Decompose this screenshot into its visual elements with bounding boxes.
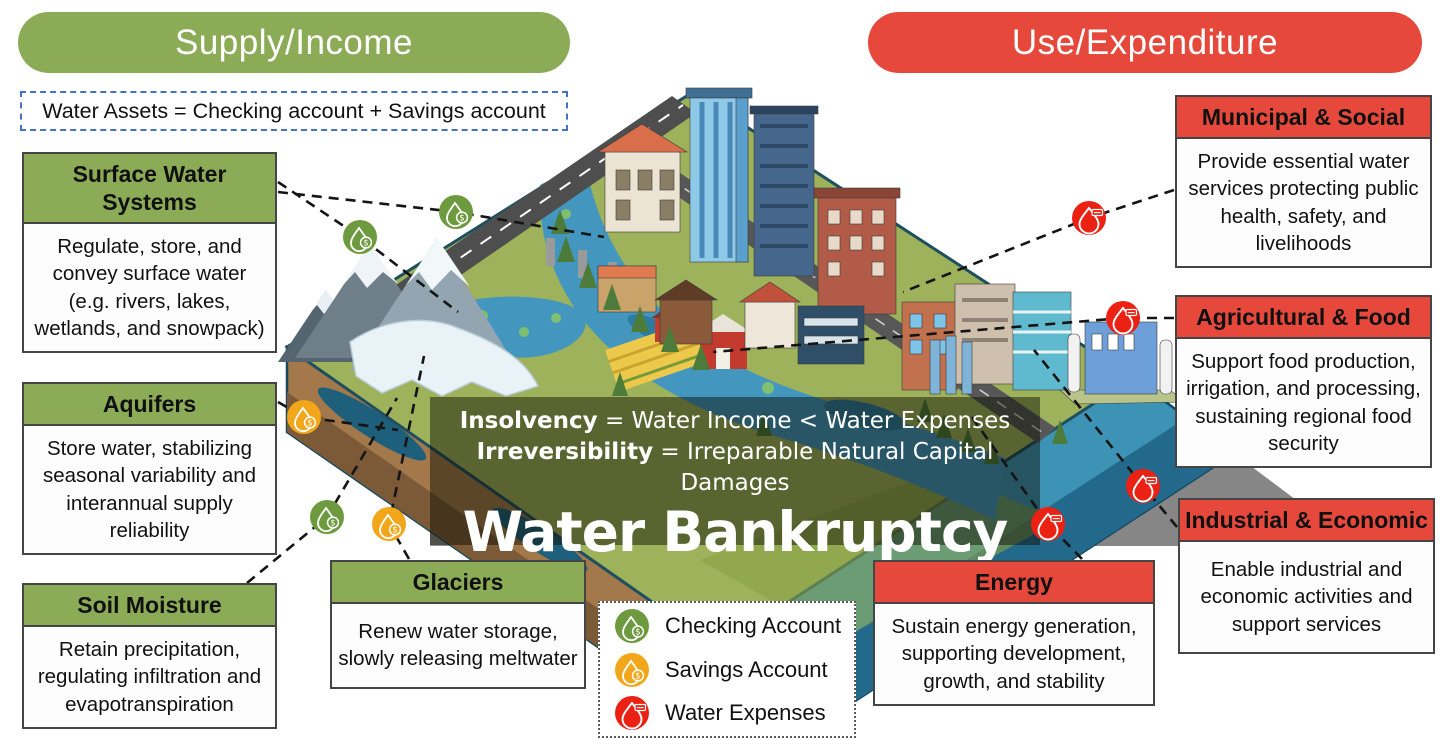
checking-account-drop-icon <box>614 608 650 645</box>
box-title: Aquifers <box>24 384 275 427</box>
insolvency-term: Insolvency <box>459 408 598 434</box>
irreversibility-term: Irreversibility <box>476 439 654 465</box>
box-title: Industrial & Economic <box>1180 500 1433 543</box>
box-body: Renew water storage, slowly releasing me… <box>332 604 584 687</box>
use-box-energy: Energy Sustain energy generation, suppor… <box>873 560 1155 706</box>
legend-label: Savings Account <box>665 656 828 682</box>
box-title: Municipal & Social <box>1177 97 1430 140</box>
savings-account-drop-icon <box>286 399 322 435</box>
supply-box-glaciers: Glaciers Renew water storage, slowly rel… <box>330 560 586 689</box>
box-body: Sustain energy generation, supporting de… <box>875 604 1153 704</box>
box-title: Soil Moisture <box>24 585 275 628</box>
box-body: Provide essential water services protect… <box>1177 139 1430 267</box>
use-box-industrial-economic: Industrial & Economic Enable industrial … <box>1178 498 1435 654</box>
mountains-glacier <box>278 238 540 397</box>
water-expenses-drop-icon <box>1125 468 1161 504</box>
irreversibility-definition: = Irreparable Natural Capital Damages <box>653 439 994 496</box>
water-expenses-drop-icon <box>614 694 650 731</box>
legend: Checking Account Savings Account Water E… <box>598 601 856 738</box>
box-title: Agricultural & Food <box>1177 297 1430 340</box>
savings-account-drop-icon <box>614 651 650 688</box>
box-title: Glaciers <box>332 562 584 605</box>
use-box-agricultural-food: Agricultural & Food Support food product… <box>1175 295 1432 469</box>
box-title: Energy <box>875 562 1153 605</box>
savings-account-drop-icon <box>371 506 407 542</box>
legend-item-checking: Checking Account <box>612 606 854 646</box>
legend-label: Water Expenses <box>665 699 826 725</box>
center-overlay-panel <box>430 397 1040 545</box>
legend-item-expenses: Water Expenses <box>612 693 854 733</box>
box-body: Enable industrial and economic activitie… <box>1180 542 1433 652</box>
insolvency-definition: = Water Income < Water Expenses <box>597 408 1011 434</box>
box-body: Store water, stabilizing seasonal variab… <box>24 426 275 554</box>
checking-account-drop-icon <box>438 194 474 230</box>
use-box-municipal-social: Municipal & Social Provide essential wat… <box>1175 95 1432 269</box>
box-title: Surface Water Systems <box>24 154 275 225</box>
insolvency-line: Insolvency = Water Income < Water Expens… <box>430 406 1040 437</box>
water-bankruptcy-title: Water Bankruptcy <box>462 500 1009 564</box>
box-body: Regulate, store, and convey surface wate… <box>24 224 275 352</box>
checking-account-drop-icon <box>342 219 378 255</box>
city-buildings <box>596 87 1186 405</box>
trees <box>551 210 1068 464</box>
supply-income-pill: Supply/Income <box>18 12 570 73</box>
supply-box-surface-water-systems: Surface Water Systems Regulate, store, a… <box>22 152 277 354</box>
box-body: Retain precipitation, regulating infiltr… <box>24 627 275 727</box>
irreversibility-line: Irreversibility = Irreparable Natural Ca… <box>430 437 1040 499</box>
water-expenses-drop-icon <box>1071 200 1107 236</box>
legend-label: Checking Account <box>665 613 842 639</box>
supply-box-aquifers: Aquifers Store water, stabilizing season… <box>22 382 277 556</box>
water-expenses-drop-icon <box>1105 300 1141 336</box>
use-expenditure-pill: Use/Expenditure <box>868 12 1422 73</box>
legend-item-savings: Savings Account <box>612 650 854 690</box>
water-assets-formula: Water Assets = Checking account + Saving… <box>20 91 568 131</box>
box-body: Support food production, irrigation, and… <box>1177 339 1430 467</box>
water-bankruptcy-overlay: Insolvency = Water Income < Water Expens… <box>430 397 1040 564</box>
supply-box-soil-moisture: Soil Moisture Retain precipitation, regu… <box>22 583 277 729</box>
checking-account-drop-icon <box>309 499 345 535</box>
